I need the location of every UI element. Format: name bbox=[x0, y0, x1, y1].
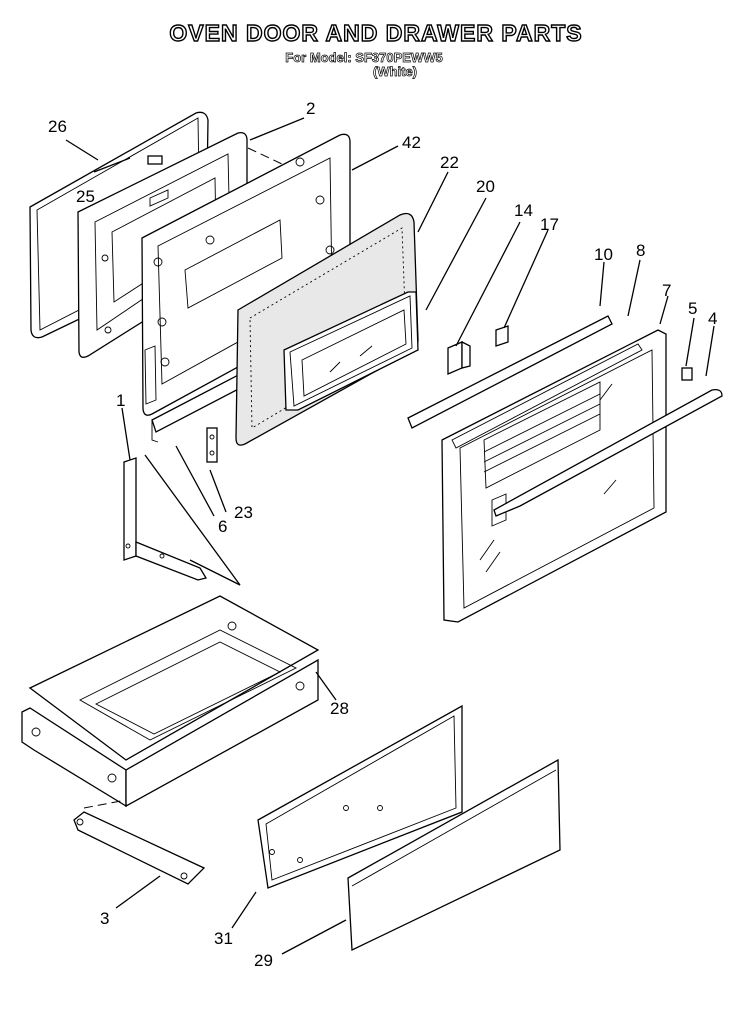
callout-6: 6 bbox=[218, 517, 227, 536]
part-3-drawer-rail bbox=[73, 811, 206, 885]
callout-26: 26 bbox=[48, 117, 67, 136]
callout-25: 25 bbox=[76, 187, 95, 206]
model-line: For Model: SF370PEWW5 bbox=[285, 50, 443, 66]
callout-17: 17 bbox=[540, 215, 559, 234]
callout-8: 8 bbox=[636, 241, 645, 260]
part-14-bracket bbox=[447, 340, 471, 375]
callout-2: 2 bbox=[306, 99, 315, 118]
part-23-door-stop bbox=[206, 427, 218, 463]
part-4-door-handle bbox=[493, 388, 723, 517]
callout-31: 31 bbox=[214, 929, 233, 948]
callout-14: 14 bbox=[514, 201, 533, 220]
callout-20: 20 bbox=[476, 177, 495, 196]
callout-23: 23 bbox=[234, 503, 253, 522]
part-20-window-glass bbox=[283, 291, 419, 411]
color-line: (White) bbox=[372, 64, 418, 80]
diagram-title: OVEN DOOR AND DRAWER PARTS bbox=[169, 19, 583, 46]
leader-lines bbox=[65, 117, 715, 955]
hinge-locator-line bbox=[144, 454, 241, 586]
callout-5: 5 bbox=[688, 299, 697, 318]
part-10-vent-rail bbox=[407, 315, 613, 429]
part-8-door-vent bbox=[451, 343, 643, 449]
callout-labels: 26 2 42 22 20 14 17 10 8 7 5 4 25 1 23 6… bbox=[48, 99, 717, 970]
callout-28: 28 bbox=[330, 699, 349, 718]
part-29-drawer-front bbox=[347, 758, 561, 952]
part-5-handle-spacer bbox=[681, 367, 693, 381]
part-17-clip bbox=[495, 325, 509, 347]
callout-29: 29 bbox=[254, 951, 273, 970]
part-28-storage-drawer bbox=[21, 595, 320, 808]
callout-22: 22 bbox=[440, 153, 459, 172]
part-1-hinge bbox=[123, 457, 208, 581]
callout-1: 1 bbox=[116, 391, 125, 410]
part-7-outer-door bbox=[441, 329, 667, 623]
part-25-door-clip bbox=[147, 155, 163, 165]
callout-42: 42 bbox=[402, 133, 421, 152]
callout-3: 3 bbox=[100, 909, 109, 928]
callout-7: 7 bbox=[662, 281, 671, 300]
callout-4: 4 bbox=[708, 309, 717, 328]
part-31-drawer-panel bbox=[257, 704, 463, 889]
rail-locator-line bbox=[83, 799, 127, 809]
callout-10: 10 bbox=[594, 245, 613, 264]
